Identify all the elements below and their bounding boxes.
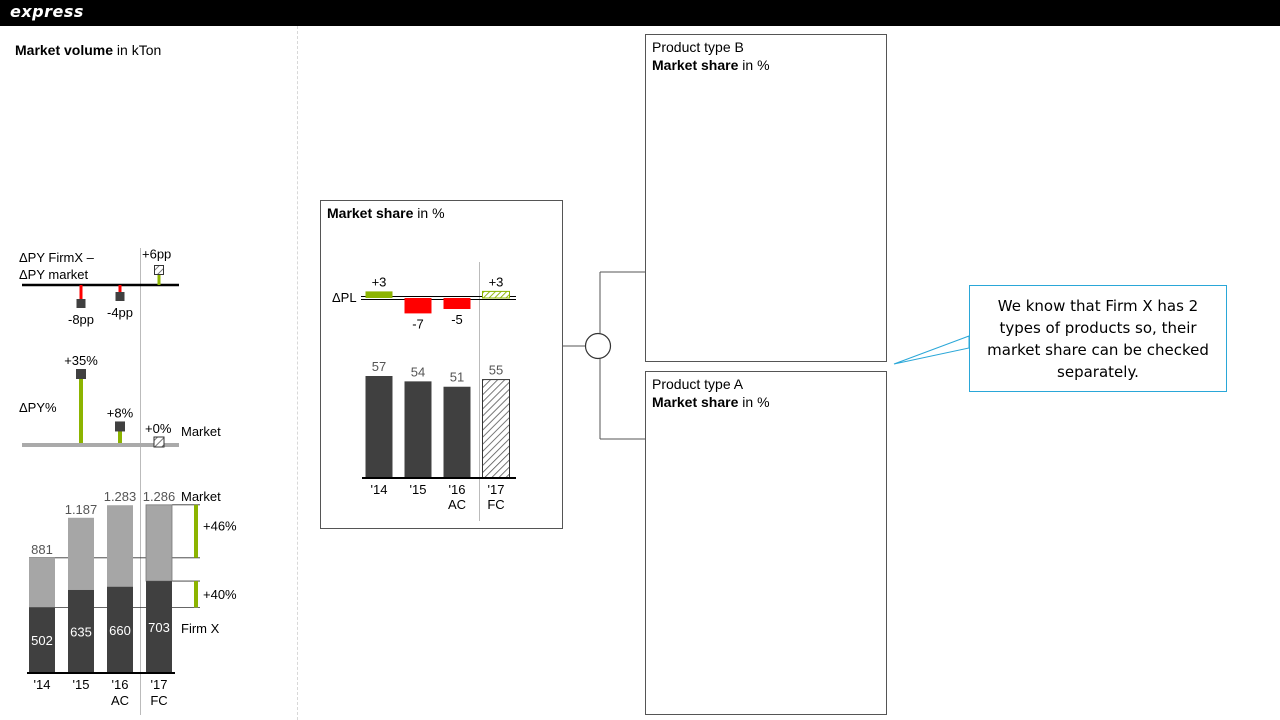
dpy-diff-head-1 <box>115 292 125 301</box>
firm-value-label-3: 703 <box>148 620 170 635</box>
share-category-label-2: '16 <box>449 482 466 497</box>
product-a-card[interactable]: Product type A Market share in % <box>645 371 887 715</box>
market-share-card-title: Market share in % <box>327 205 445 221</box>
category-label-0: '14 <box>34 677 51 692</box>
dpl-value-0: +3 <box>372 274 387 289</box>
product-b-card[interactable]: Product type B Market share in % <box>645 34 887 362</box>
dpy-diff-value-0: -8pp <box>68 312 94 327</box>
share-bar-0 <box>365 376 393 478</box>
left-panel-title-bold: Market volume <box>15 42 114 58</box>
category-label-2: '16 <box>112 677 129 692</box>
market-bar-1 <box>68 517 94 590</box>
share-category-sublabel-2: AC <box>448 497 466 512</box>
dpl-bar-0 <box>365 291 393 298</box>
market-value-label-1: 1.187 <box>65 502 98 517</box>
product-a-title-bold: Market share <box>652 394 739 410</box>
category-sublabel-3: FC <box>150 693 167 708</box>
market-value-label-0: 881 <box>31 542 53 557</box>
product-a-title-unit: in % <box>738 394 770 410</box>
dpy-percent-value-0: +35% <box>64 353 98 368</box>
dpy-diff-value-1: -4pp <box>107 305 133 320</box>
share-bar-3 <box>482 379 510 479</box>
market-share-card[interactable]: Market share in % <box>320 200 563 529</box>
dpy-diff-label-line1: ΔPY FirmX – <box>19 250 95 265</box>
share-bar-2 <box>443 386 471 478</box>
dpl-value-2: -5 <box>451 312 463 327</box>
dpl-bar-1 <box>404 298 432 314</box>
product-b-label: Product type B <box>652 39 744 55</box>
product-b-title: Market share in % <box>652 57 770 73</box>
dpy-percent-value-2: +0% <box>145 421 172 436</box>
product-a-label: Product type A <box>652 376 744 392</box>
brand-logo: express <box>10 2 84 21</box>
panel-divider <box>297 26 298 720</box>
dpy-diff-head-2 <box>154 265 164 275</box>
firm-growth-label: +40% <box>203 587 237 602</box>
dpl-value-1: -7 <box>412 316 424 331</box>
market-value-label-3: 1.286 <box>143 489 176 504</box>
dpl-value-3: +3 <box>489 274 504 289</box>
left-panel-title-unit: in kTon <box>113 42 162 58</box>
product-a-title: Market share in % <box>652 394 770 410</box>
dpy-percent-value-1: +8% <box>107 405 134 420</box>
share-value-label-0: 57 <box>372 359 386 374</box>
market-share-title-bold: Market share <box>327 205 414 221</box>
firm-bar-3 <box>146 581 172 673</box>
market-value-label-2: 1.283 <box>104 489 137 504</box>
top-bar: express <box>0 0 1280 26</box>
share-category-label-3: '17 <box>488 482 505 497</box>
share-category-sublabel-3: FC <box>487 497 504 512</box>
category-label-1: '15 <box>73 677 90 692</box>
callout-text: We know that Firm X has 2 types of produ… <box>987 296 1209 381</box>
dpl-bar-2 <box>443 298 471 309</box>
series-label-market: Market <box>181 489 221 504</box>
dpy-diff-head-0 <box>76 299 86 308</box>
category-sublabel-2: AC <box>111 693 129 708</box>
callout-pointer <box>893 335 970 365</box>
market-bar-0 <box>29 557 55 608</box>
share-category-label-1: '15 <box>410 482 427 497</box>
firm-bar-2 <box>107 586 133 673</box>
firm-value-label-1: 635 <box>70 624 92 639</box>
dpy-percent-head-1 <box>115 421 125 432</box>
share-bar-1 <box>404 381 432 478</box>
dpy-diff-label-line2: ΔPY market <box>19 267 89 282</box>
share-category-label-0: '14 <box>371 482 388 497</box>
dpy-diff-value-2: +6pp <box>142 247 171 262</box>
left-panel-title: Market volume in kTon <box>15 42 161 58</box>
dpy-percent-label: ΔPY% <box>19 400 57 415</box>
series-label-firm: Firm X <box>181 621 220 636</box>
firm-value-label-2: 660 <box>109 623 131 638</box>
market-bar-2 <box>107 505 133 587</box>
dpl-label: ΔPL <box>332 290 357 305</box>
share-value-label-1: 54 <box>411 364 425 379</box>
product-b-title-unit: in % <box>738 57 770 73</box>
callout-note: We know that Firm X has 2 types of produ… <box>969 285 1227 392</box>
market-growth-label: +46% <box>203 518 237 533</box>
category-label-3: '17 <box>151 677 168 692</box>
firm-bar-1 <box>68 589 94 673</box>
split-node-icon[interactable] <box>584 332 612 360</box>
firm-value-label-0: 502 <box>31 633 53 648</box>
dpy-percent-head-2 <box>153 436 165 448</box>
market-share-title-unit: in % <box>413 205 445 221</box>
dpy-percent-head-0 <box>76 369 86 379</box>
share-value-label-2: 51 <box>450 370 464 385</box>
product-b-title-bold: Market share <box>652 57 739 73</box>
firm-bar-0 <box>29 607 55 673</box>
dpy-percent-series-label: Market <box>181 424 221 439</box>
share-value-label-3: 55 <box>489 363 503 378</box>
dpl-bar-3 <box>482 290 510 299</box>
